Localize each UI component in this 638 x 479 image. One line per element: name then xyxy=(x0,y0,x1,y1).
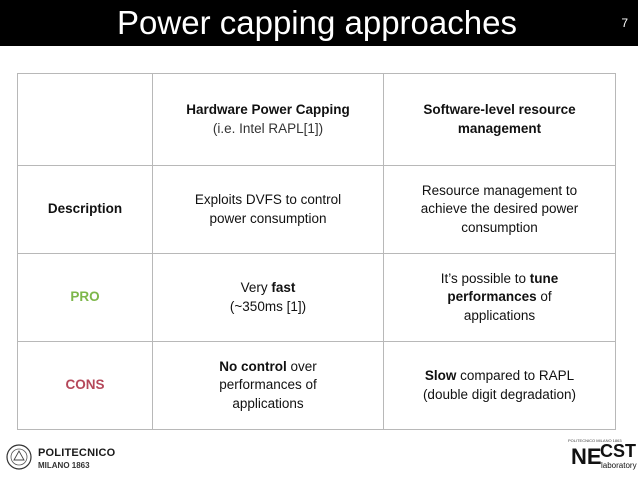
header-software-resource-management: Software-level resource management xyxy=(383,73,616,166)
slide-number: 7 xyxy=(621,16,628,30)
table-row-description: Description Exploits DVFS to control powe… xyxy=(17,165,616,254)
row-label-pro: PRO xyxy=(17,253,153,342)
cell-text: consumption xyxy=(461,219,538,235)
cell-text: (double digit degradation) xyxy=(422,386,577,402)
table-row-pro: PRO Very fast (~350ms [1]) It’s possible … xyxy=(17,253,616,342)
cell-pro-hardware: Very fast (~350ms [1]) xyxy=(152,253,384,342)
cell-cons-software: Slow compared to RAPL (double digit degra… xyxy=(383,341,616,430)
cell-text: (~350ms [1]) xyxy=(229,298,307,314)
header-hardware-power-capping: Hardware Power Capping (i.e. Intel RAPL[… xyxy=(152,73,384,166)
politecnico-seal-icon xyxy=(6,444,32,470)
necst-logo-ne: NE xyxy=(571,444,602,469)
cell-text-bold: performances xyxy=(447,289,537,305)
cell-text: It’s possible to xyxy=(440,271,530,287)
politecnico-logo-name: POLITECNICO xyxy=(38,447,116,459)
cell-text: performances of xyxy=(219,377,317,393)
header-hardware-subtitle: (i.e. Intel RAPL[1]) xyxy=(212,120,324,136)
cell-text-bold: tune xyxy=(529,271,559,287)
cell-text-bold: fast xyxy=(271,280,296,296)
cell-text: of xyxy=(536,289,552,305)
cell-text: applications xyxy=(463,307,536,323)
slide-title: Power capping approaches xyxy=(117,4,517,41)
cell-cons-hardware: No control over performances of applicatio… xyxy=(152,341,384,430)
cell-text: compared to RAPL xyxy=(456,368,575,384)
table-row-cons: CONS No control over performances of appli… xyxy=(17,341,616,430)
header-hardware-title: Hardware Power Capping xyxy=(186,102,350,118)
cell-description-software: Resource management to achieve the desire… xyxy=(383,165,616,254)
cell-text: applications xyxy=(232,395,304,411)
table-header-row: Hardware Power Capping (i.e. Intel RAPL[… xyxy=(17,73,616,166)
header-software-title-line2: management xyxy=(457,120,542,136)
necst-logo-top: POLITECNICO MILANO 1863 xyxy=(568,438,622,443)
cell-text: Very xyxy=(240,280,272,296)
comparison-table: Hardware Power Capping (i.e. Intel RAPL[… xyxy=(17,73,616,430)
row-label-description: Description xyxy=(17,165,153,254)
header-software-title-line1: Software-level resource xyxy=(423,102,576,118)
cell-text: Resource management to xyxy=(421,183,578,199)
cell-text: Exploits DVFS to control xyxy=(194,192,342,208)
header-empty-cell xyxy=(17,73,153,166)
cell-text: over xyxy=(286,359,317,375)
row-label-cons: CONS xyxy=(17,341,153,430)
cell-text-bold: No control xyxy=(219,359,287,375)
cell-description-hardware: Exploits DVFS to control power consumptio… xyxy=(152,165,384,254)
cell-text-bold: Slow xyxy=(424,368,457,384)
cell-text: power consumption xyxy=(209,210,327,226)
title-bar xyxy=(0,0,638,46)
cell-text: achieve the desired power xyxy=(420,201,579,217)
politecnico-logo-sub: MILANO 1863 xyxy=(38,461,90,470)
necst-logo-cst: CST xyxy=(600,441,636,461)
necst-logo-laboratory: laboratory xyxy=(601,461,637,470)
